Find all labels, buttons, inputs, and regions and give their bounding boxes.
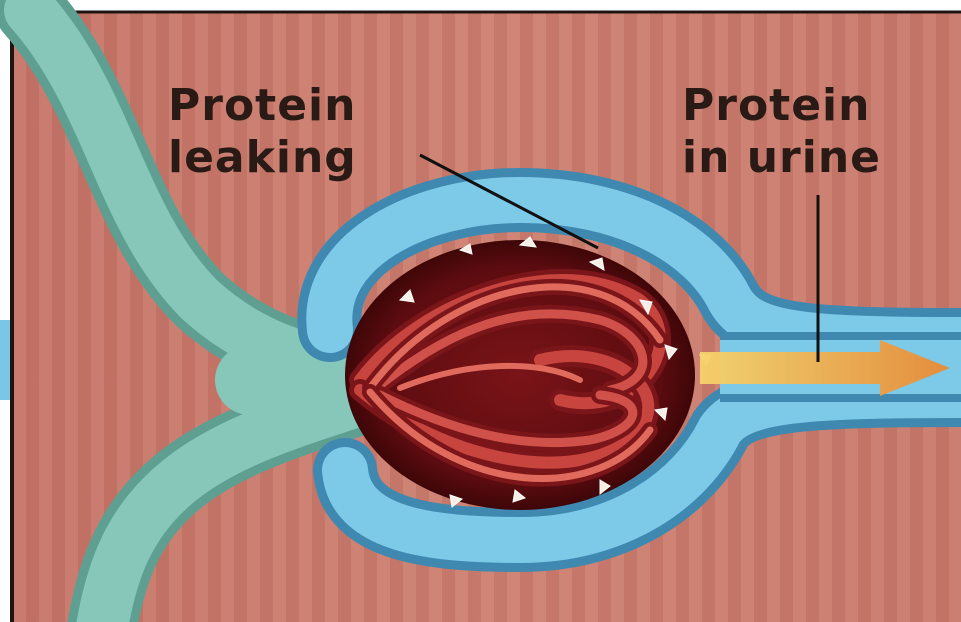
- left-edge-vessel-stub: [0, 320, 10, 400]
- protein-in-urine-line1: Protein: [682, 80, 881, 132]
- protein-leaking-line1: Protein: [168, 80, 357, 132]
- protein-in-urine-line2: in urine: [682, 132, 881, 184]
- glomerulus: [345, 240, 695, 510]
- protein-in-urine-label: Protein in urine: [682, 80, 881, 184]
- top-frame-border: [0, 0, 961, 12]
- protein-leaking-line2: leaking: [168, 132, 357, 184]
- protein-leaking-label: Protein leaking: [168, 80, 357, 184]
